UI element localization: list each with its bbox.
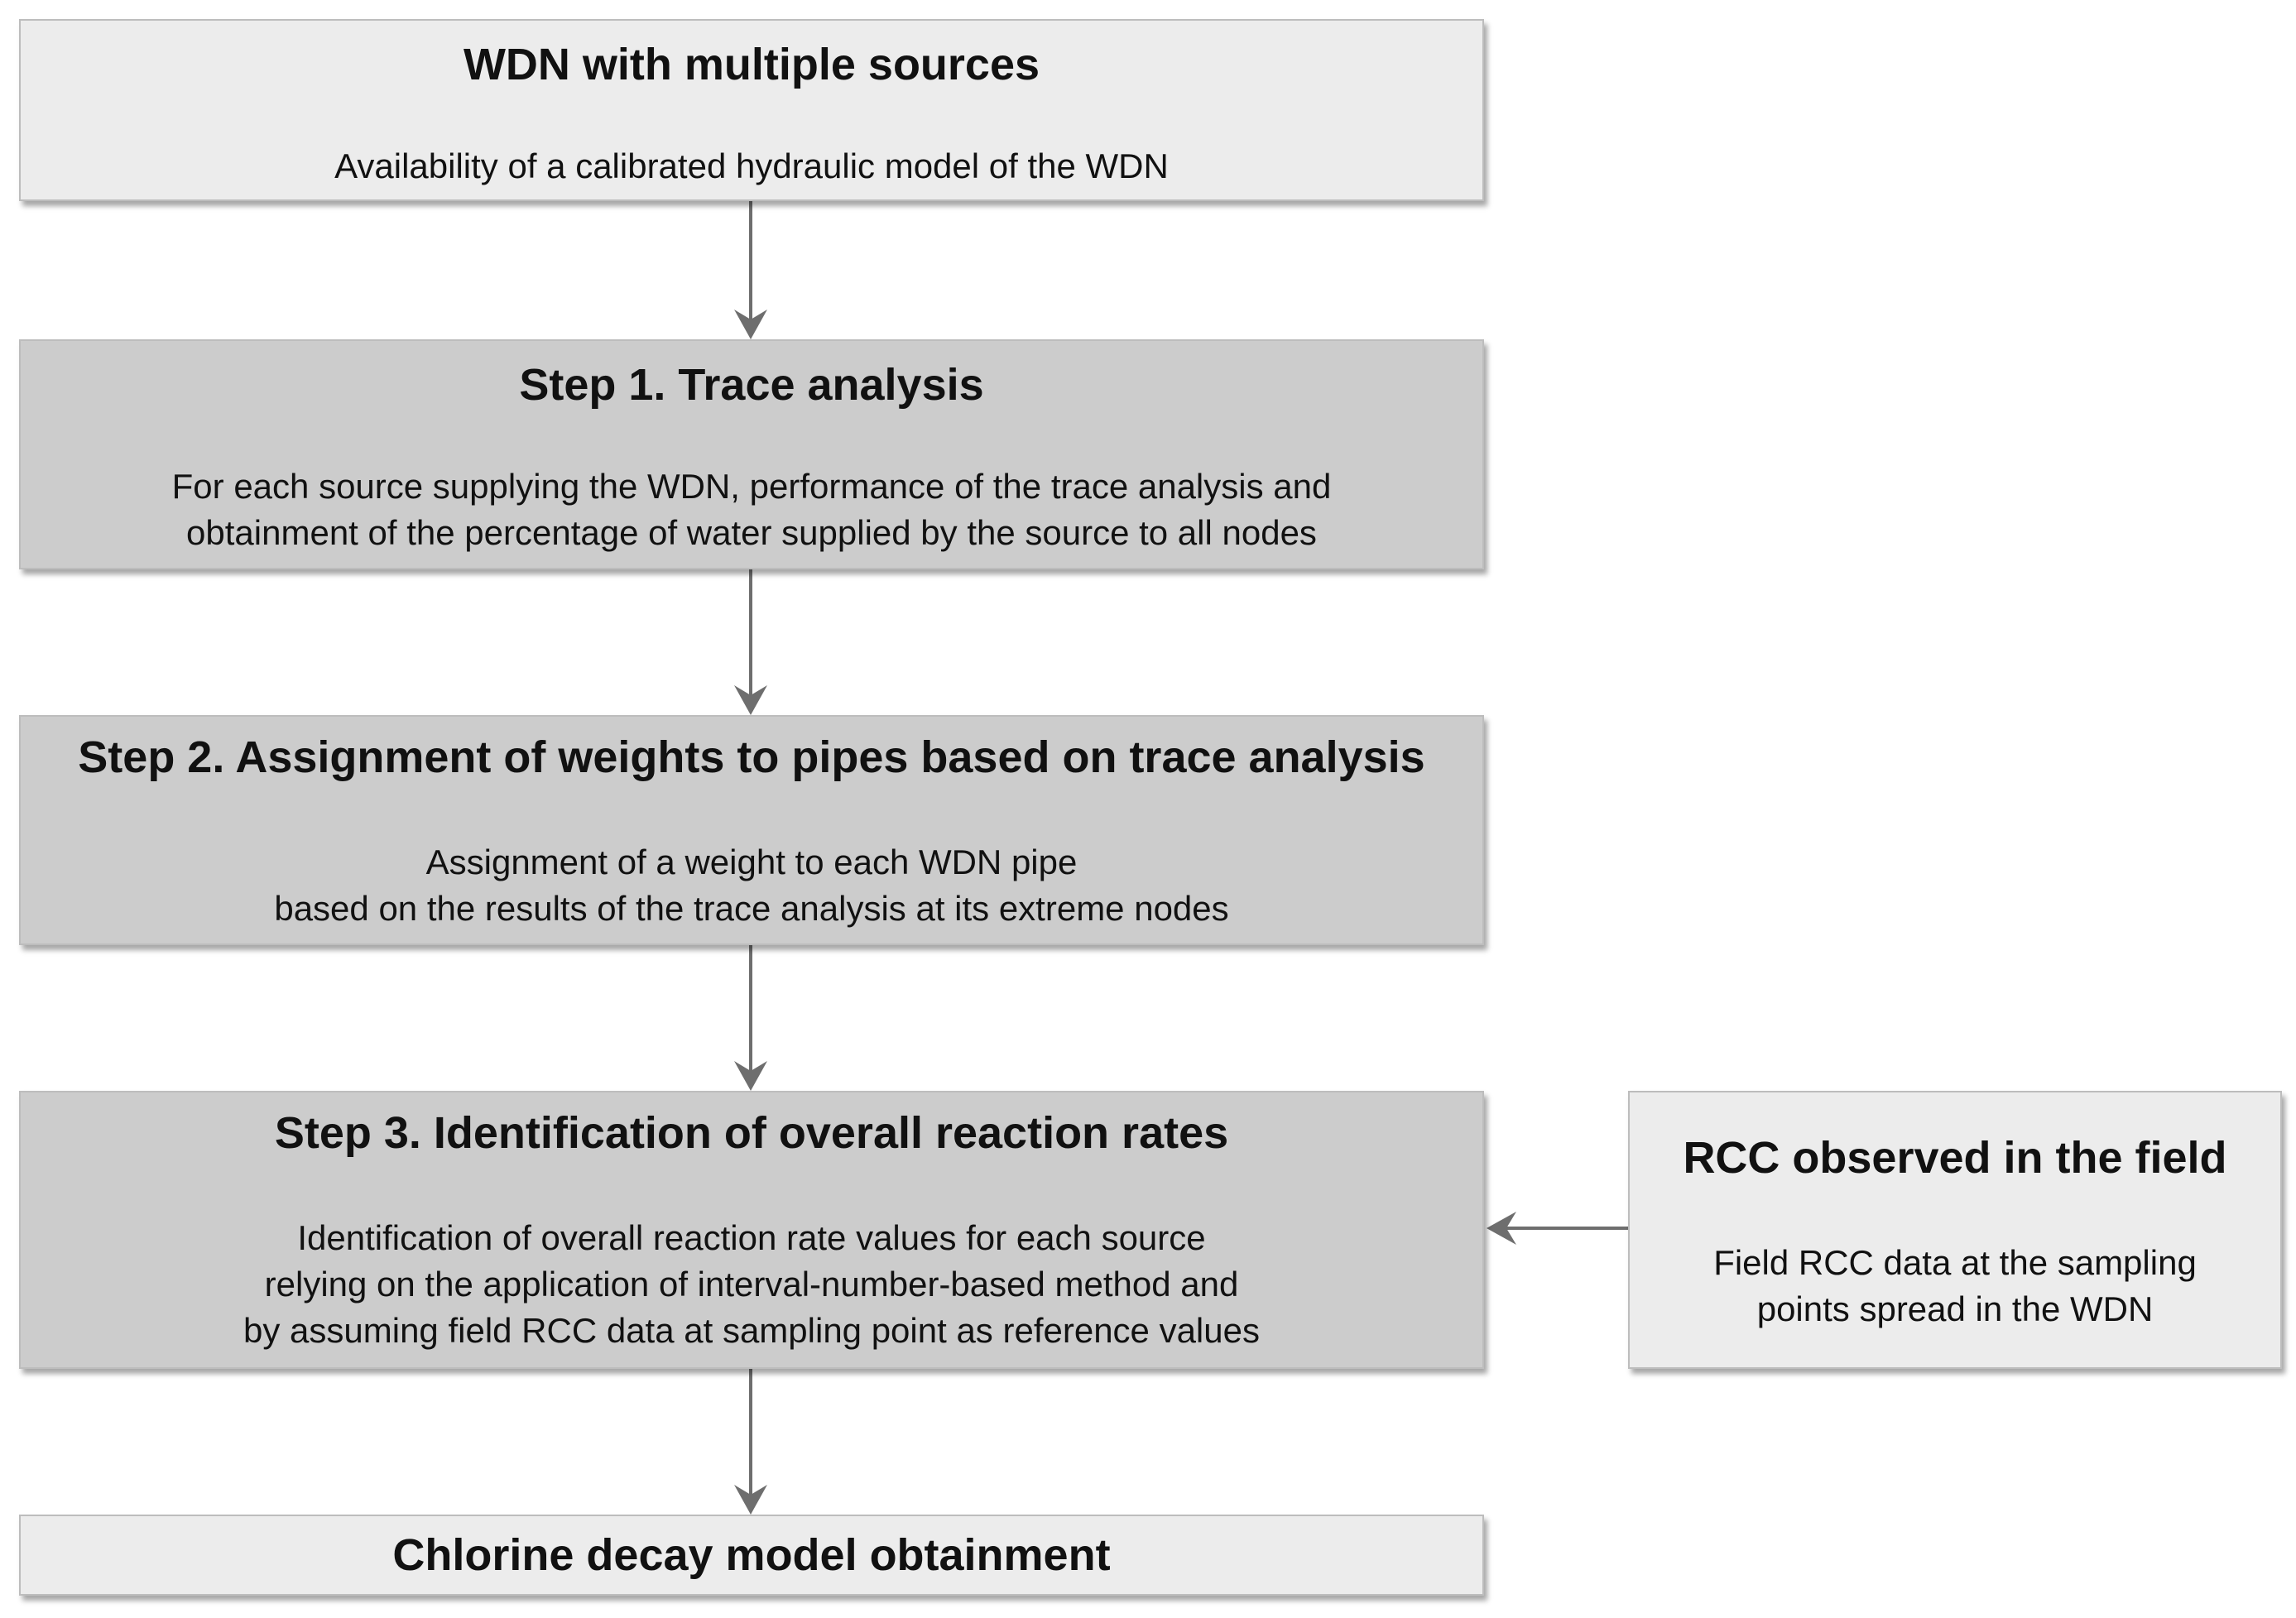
step1-title: Step 1. Trace analysis	[519, 360, 984, 410]
step1-desc-line: obtainment of the percentage of water su…	[186, 513, 1317, 552]
step1-box: Step 1. Trace analysis For each source s…	[19, 339, 1484, 569]
step3-desc-line: Identification of overall reaction rate …	[297, 1218, 1206, 1257]
step3-description: Identification of overall reaction rate …	[21, 1215, 1482, 1354]
field-desc-line: Field RCC data at the sampling	[1713, 1243, 2197, 1282]
end-title: Chlorine decay model obtainment	[392, 1530, 1111, 1580]
start-box: WDN with multiple sources Availability o…	[19, 19, 1484, 201]
step3-desc-line: relying on the application of interval-n…	[264, 1265, 1239, 1304]
field-rcc-description: Field RCC data at the sampling points sp…	[1630, 1240, 2280, 1332]
step2-title: Step 2. Assignment of weights to pipes b…	[78, 732, 1425, 782]
step1-desc-line: For each source supplying the WDN, perfo…	[171, 467, 1332, 506]
step3-box: Step 3. Identification of overall reacti…	[19, 1091, 1484, 1369]
start-title: WDN with multiple sources	[463, 40, 1040, 89]
field-rcc-title: RCC observed in the field	[1683, 1133, 2227, 1183]
step2-box: Step 2. Assignment of weights to pipes b…	[19, 715, 1484, 945]
field-desc-line: points spread in the WDN	[1756, 1289, 2154, 1328]
step2-description: Assignment of a weight to each WDN pipe …	[21, 839, 1482, 932]
step1-description: For each source supplying the WDN, perfo…	[21, 463, 1482, 556]
step3-title: Step 3. Identification of overall reacti…	[274, 1108, 1229, 1158]
start-description: Availability of a calibrated hydraulic m…	[334, 146, 1169, 185]
step2-desc-line: based on the results of the trace analys…	[274, 889, 1229, 928]
field-rcc-box: RCC observed in the field Field RCC data…	[1628, 1091, 2282, 1369]
end-box: Chlorine decay model obtainment	[19, 1515, 1484, 1596]
step3-desc-line: by assuming field RCC data at sampling p…	[243, 1311, 1260, 1350]
step2-desc-line: Assignment of a weight to each WDN pipe	[425, 843, 1078, 881]
